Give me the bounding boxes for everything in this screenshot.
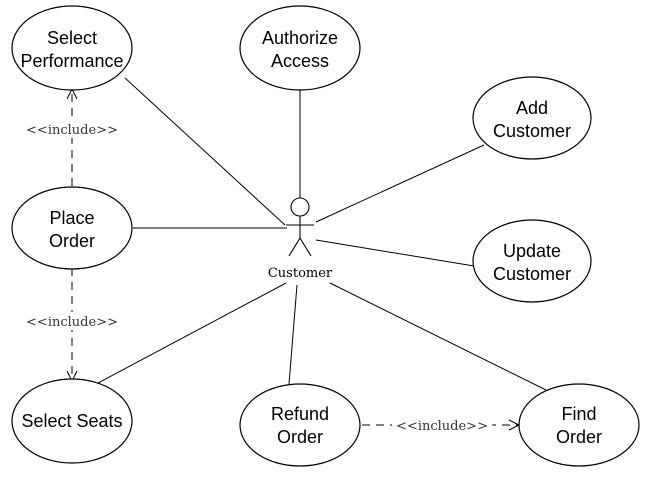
use-case-label-line1: Find: [561, 404, 596, 424]
use-case-ellipse[interactable]: [518, 383, 640, 467]
include-label-select-performance: <<include>>: [26, 123, 118, 138]
use-case-ellipse[interactable]: [11, 186, 133, 270]
use-case-add-customer[interactable]: Add Customer: [472, 76, 592, 160]
use-case-label-line2: Order: [556, 427, 602, 447]
use-case-label-line1: Place: [49, 208, 94, 228]
use-case-ellipse[interactable]: [11, 5, 133, 91]
use-case-select-performance[interactable]: Select Performance: [11, 5, 133, 91]
include-label-find-order: <<include>>: [396, 419, 488, 434]
include-label-select-seats: <<include>>: [26, 315, 118, 330]
stereotype-bg-1: [22, 120, 118, 138]
actor-right-leg: [299, 237, 312, 257]
associations: [97, 77, 547, 391]
assoc-find-order: [329, 282, 547, 391]
use-case-update-customer[interactable]: Update Customer: [472, 219, 592, 303]
use-case-refund-order[interactable]: Refund Order: [239, 383, 361, 467]
use-case-label-line1: Update: [503, 241, 561, 261]
actor-label: Customer: [268, 266, 333, 281]
assoc-select-performance: [124, 77, 286, 226]
use-case-ellipse[interactable]: [472, 76, 592, 160]
use-case-label-line2: Order: [277, 427, 323, 447]
actor-left-leg: [288, 237, 301, 257]
use-case-label: Select Seats: [21, 411, 122, 431]
include-dependencies: <<include>> <<include>> <<include>>: [22, 87, 521, 434]
use-case-label-line1: Add: [516, 98, 548, 118]
use-case-place-order[interactable]: Place Order: [11, 186, 133, 270]
actor-head[interactable]: [290, 197, 310, 217]
use-case-label-line2: Performance: [20, 51, 123, 71]
actor-customer[interactable]: Customer: [268, 197, 333, 281]
use-case-label-line2: Customer: [493, 121, 571, 141]
stereotype-bg-3: [392, 416, 492, 434]
assoc-update-customer: [315, 239, 475, 267]
use-case-authorize-access[interactable]: Authorize Access: [239, 5, 361, 91]
use-case-label-line1: Select: [47, 28, 97, 48]
use-case-label-line2: Order: [49, 231, 95, 251]
use-case-select-seats[interactable]: Select Seats: [11, 378, 133, 464]
use-case-ellipse[interactable]: [239, 5, 361, 91]
assoc-add-customer: [315, 144, 485, 223]
use-case-label-line2: Customer: [493, 264, 571, 284]
use-case-label-line2: Access: [271, 51, 329, 71]
use-case-label-line1: Refund: [271, 404, 329, 424]
stereotype-bg-2: [22, 312, 118, 330]
use-case-ellipse[interactable]: [472, 219, 592, 303]
use-case-label-line1: Authorize: [262, 28, 338, 48]
use-case-ellipse[interactable]: [11, 378, 133, 464]
use-case-ellipse[interactable]: [239, 383, 361, 467]
use-case-find-order[interactable]: Find Order: [518, 383, 640, 467]
assoc-select-seats: [97, 282, 287, 384]
assoc-refund-order: [288, 284, 298, 385]
